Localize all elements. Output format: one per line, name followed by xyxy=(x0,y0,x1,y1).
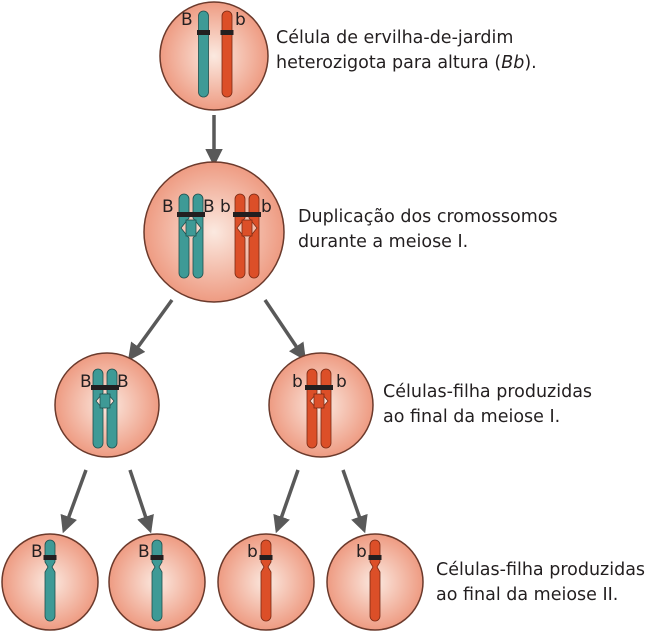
cell-stage1: B b xyxy=(159,1,269,111)
allele-label-b: b xyxy=(356,542,367,562)
chromosome-dominant xyxy=(43,539,57,622)
arrow-right-to-cell4 xyxy=(341,469,368,534)
chromosome-dominant xyxy=(150,539,164,622)
arrow-stage2-to-right xyxy=(263,299,306,361)
arrow-stage2-to-left xyxy=(127,298,174,361)
arrows xyxy=(60,115,368,534)
allele-label-B-right: B xyxy=(117,372,129,392)
cell-membrane xyxy=(143,161,285,303)
arrow-left-to-cell2 xyxy=(128,469,154,534)
arrow-right-to-cell3 xyxy=(273,469,300,534)
cell-meiosis2-4: b xyxy=(326,533,424,631)
caption-text: heterozigota para altura ( xyxy=(276,53,502,73)
allele-label-B-right: B xyxy=(203,197,215,217)
caption-stage2: Duplicação dos cromossomos durante a mei… xyxy=(298,205,558,255)
allele-label-b-left: b xyxy=(292,372,303,392)
cell-meiosis1-right: b b xyxy=(268,352,374,458)
chromosome-recessive xyxy=(368,539,382,622)
duplicated-chromosome-recessive xyxy=(305,368,333,449)
caption-line: Células-filha produzidas xyxy=(383,382,593,402)
caption-stage3: Células-filha produzidas ao final da mei… xyxy=(383,380,592,430)
allele-label-b: b xyxy=(247,542,258,562)
allele-label-b-right: b xyxy=(261,197,272,217)
caption-line: durante a meiose I. xyxy=(298,232,469,252)
caption-stage1: Célula de ervilha-de-jardim heterozigota… xyxy=(276,26,537,76)
duplicated-chromosome-dominant xyxy=(91,368,119,449)
caption-stage4: Células-filha produzidas ao final da mei… xyxy=(436,558,645,608)
allele-label-B: B xyxy=(31,542,43,562)
chromosome-dominant xyxy=(197,10,210,98)
chromosome-recessive xyxy=(259,539,273,622)
cell-stage2: B B b b xyxy=(143,161,285,303)
arrow-left-to-cell1 xyxy=(60,469,88,534)
caption-line: ao final da meiose I. xyxy=(383,407,561,427)
allele-label-B-left: B xyxy=(80,372,92,392)
chromosome-recessive xyxy=(220,10,234,98)
genotype-italic: Bb xyxy=(501,53,525,73)
cell-meiosis1-left: B B xyxy=(54,352,160,458)
cell-membrane xyxy=(159,1,269,111)
duplicated-chromosome-recessive xyxy=(233,193,261,279)
cell-meiosis2-1: B xyxy=(1,533,99,631)
allele-label-B: B xyxy=(181,10,193,30)
cell-meiosis2-2: B xyxy=(108,533,206,631)
caption-line: ao final da meiose II. xyxy=(436,585,619,605)
duplicated-chromosome-dominant xyxy=(177,193,205,279)
allele-label-b-left: b xyxy=(220,197,231,217)
caption-line: Células-filha produzidas xyxy=(436,560,646,580)
allele-label-B: B xyxy=(138,542,150,562)
caption-line: heterozigota para altura (Bb). xyxy=(276,51,537,76)
caption-text: ). xyxy=(524,53,537,73)
caption-line: Célula de ervilha-de-jardim xyxy=(276,28,514,48)
allele-label-b-right: b xyxy=(336,372,347,392)
allele-label-b: b xyxy=(235,10,246,30)
caption-line: Duplicação dos cromossomos xyxy=(298,207,558,227)
allele-label-B-left: B xyxy=(162,197,174,217)
cell-meiosis2-3: b xyxy=(217,533,315,631)
